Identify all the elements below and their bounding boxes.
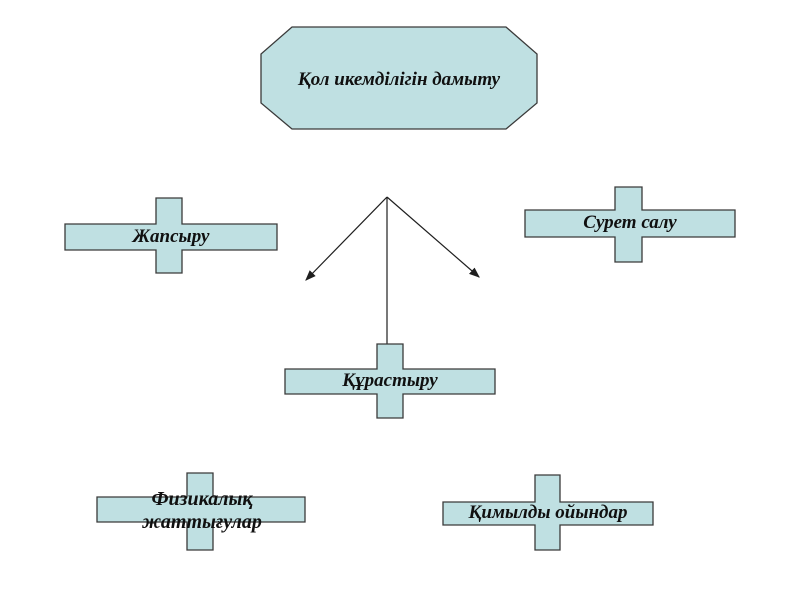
title-octagon-shape [260,26,538,130]
node-suret-salu-shape [524,186,736,263]
node-qurastyru-shape [284,343,496,419]
node-qurastyru-label: Құрастыру [342,370,438,392]
node-fizikalyq-shape [96,472,306,551]
node-suret-salu-label: Сурет салу [583,212,677,234]
node-fizikalyq-label: Физикалық жаттығулар [142,488,262,533]
node-zhapsyru-shape [64,197,278,274]
title-label: Қол икемділігін дамыту [297,69,501,91]
node-qimyldy-shape [442,474,654,551]
node-zhapsyru-label: Жапсыру [132,226,210,248]
node-qimyldy-label: Қимылды ойындар [468,502,628,524]
connector-left-arrow [305,196,388,281]
connector-right-arrow [386,196,480,278]
